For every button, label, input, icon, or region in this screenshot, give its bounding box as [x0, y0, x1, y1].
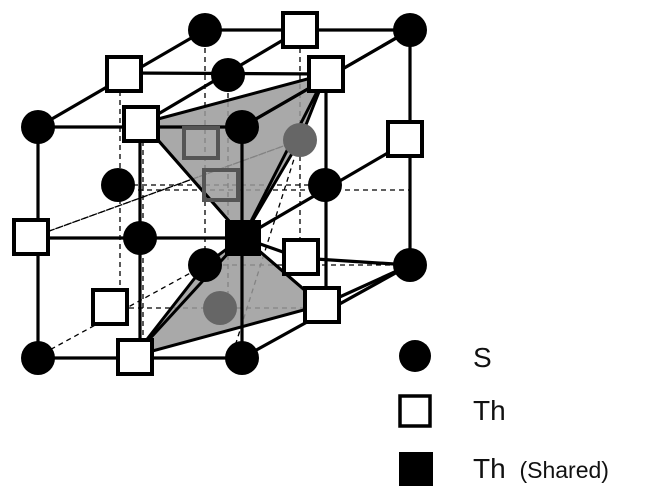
sulfur-atom [188, 13, 222, 47]
legend-sulfur-symbol [399, 340, 431, 372]
sulfur-atom [393, 248, 427, 282]
sulfur-atom-hidden [211, 58, 245, 92]
thorium-atom [122, 105, 160, 143]
thorium-atoms [12, 11, 424, 376]
thorium-atom-hidden [182, 126, 220, 160]
thorium-shared-atom [225, 220, 261, 256]
thorium-atom [281, 11, 319, 49]
thorium-atom [12, 218, 50, 256]
sulfur-atom-hidden [203, 291, 237, 325]
legend-thorium-symbol [398, 394, 432, 428]
legend-thorium-shared-element: Th [473, 453, 506, 484]
sulfur-atom [21, 341, 55, 375]
legend: S Th Th (Shared) [398, 340, 609, 486]
sulfur-atom-hidden [188, 248, 222, 282]
legend-thorium-shared-suffix: (Shared) [519, 457, 608, 483]
thorium-atom [105, 55, 143, 93]
legend-thorium-label: Th [473, 395, 506, 426]
thorium-atom [307, 55, 345, 93]
sulfur-atom [225, 110, 259, 144]
sulfur-atoms [21, 13, 427, 375]
legend-sulfur-label: S [473, 342, 492, 373]
thorium-atom [91, 288, 129, 326]
sulfur-atom [123, 221, 157, 255]
thorium-atom [282, 238, 320, 276]
hidden-atoms [182, 58, 317, 325]
thorium-atom [386, 120, 424, 158]
sulfur-atom [393, 13, 427, 47]
sulfur-atom [308, 168, 342, 202]
thorium-atom-hidden [202, 168, 240, 202]
sulfur-atom [21, 110, 55, 144]
sulfur-atom [101, 168, 135, 202]
sulfur-atom [225, 341, 259, 375]
legend-thorium-shared-symbol [399, 452, 433, 486]
thorium-atom [116, 338, 154, 376]
sulfur-atom-hidden [283, 123, 317, 157]
legend-thorium-shared-label: Th (Shared) [473, 453, 609, 484]
thorium-atom [303, 286, 341, 324]
